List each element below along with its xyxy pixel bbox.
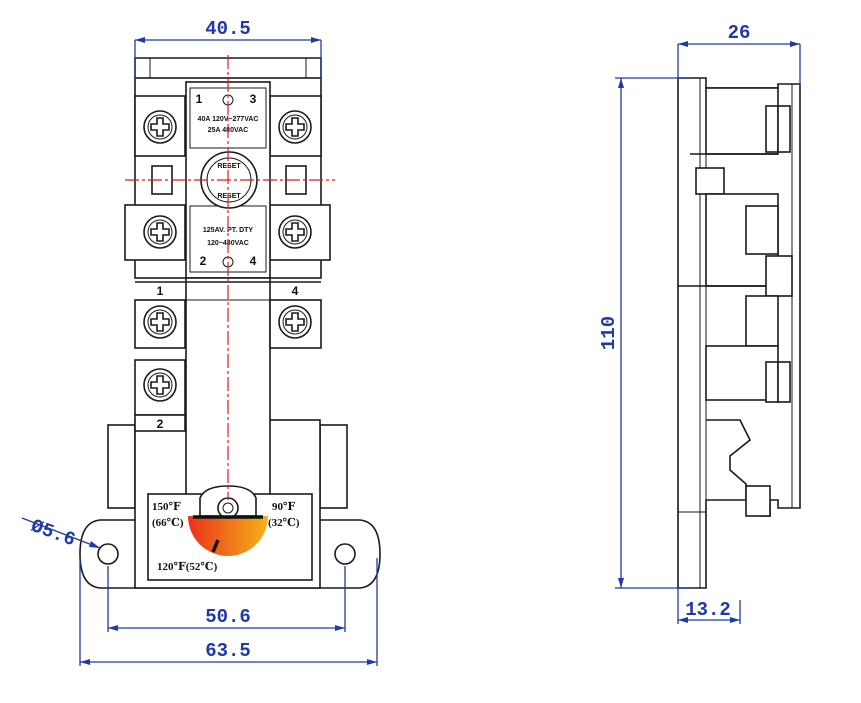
dim-overall-width: 63.5 — [205, 640, 251, 662]
dim-flange-depth: 13.2 — [685, 599, 731, 621]
dim-side-depth: 26 — [728, 22, 751, 44]
label-terminal-3: 3 — [250, 92, 257, 106]
dial-left-f: 150℉ — [152, 501, 182, 513]
screw-terminal-4-lower — [278, 305, 312, 339]
dial-right-f: 90℉ — [272, 501, 296, 513]
dim-hole-spacing: 50.6 — [205, 606, 251, 628]
screw-terminal-2-lower — [143, 368, 177, 402]
dial-bottom: 120℉(52℃) — [157, 561, 218, 573]
reset-text-top: RESET — [217, 163, 241, 170]
right-mounting-hole — [334, 543, 356, 565]
reset-text-bottom: RESET — [217, 193, 241, 200]
label-terminal-2: 2 — [200, 254, 207, 268]
dim-height: 110 — [598, 316, 620, 350]
screw-terminal-3 — [278, 110, 312, 144]
temperature-arc — [188, 516, 268, 556]
side-view — [677, 77, 801, 589]
dim-hole-diameter: Ø5.6 — [28, 515, 78, 551]
rating-line-3: 125AV. PT. DTY — [203, 227, 254, 234]
screw-terminal-4-upper — [278, 215, 312, 249]
left-mounting-hole — [97, 543, 119, 565]
label-terminal-1: 1 — [196, 92, 203, 106]
screw-terminal-1-lower — [143, 305, 177, 339]
dial-left-c: (66℃) — [152, 517, 184, 529]
label-terminal-4: 4 — [250, 254, 257, 268]
terminal-label-1: 1 — [157, 284, 164, 298]
dim-top-width: 40.5 — [205, 18, 251, 40]
screw-terminal-2-upper — [143, 215, 177, 249]
screw-terminal-1 — [143, 110, 177, 144]
dial-right-c: (32℃) — [268, 517, 300, 529]
front-view: 1 3 40A 120V~277VAC 25A 480VAC RESET RES… — [79, 55, 381, 589]
terminal-label-4: 4 — [292, 284, 299, 298]
left-side-lug — [107, 424, 136, 509]
terminal-label-2: 2 — [157, 417, 164, 431]
right-side-lug — [319, 424, 348, 509]
